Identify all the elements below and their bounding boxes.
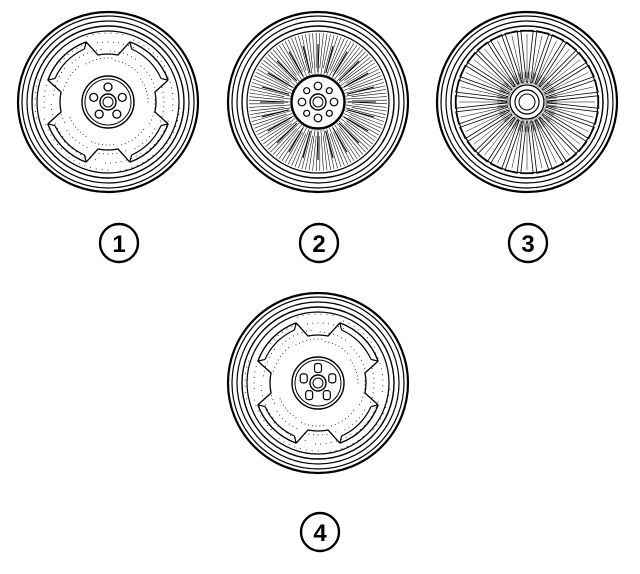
- slot-outer-arc: [129, 123, 169, 163]
- tire-outer-edge: [226, 10, 410, 194]
- slot-inner-arc: [131, 125, 162, 156]
- spoke-web: [295, 429, 341, 444]
- inner-fluting: [497, 72, 557, 132]
- slot-inner-arc: [341, 329, 372, 360]
- center-cap-ring: [514, 89, 540, 115]
- center-bore: [309, 93, 327, 111]
- stipple-texture: [244, 313, 391, 453]
- callout-4-label: 4: [313, 520, 327, 547]
- wheel-3-drawing: [435, 10, 619, 194]
- slot-outer-arc: [129, 41, 169, 81]
- tire-outer-edge: [16, 10, 200, 194]
- tire-outer-edge: [226, 291, 410, 475]
- center-bore: [99, 93, 117, 111]
- slot-inner-arc: [264, 329, 295, 360]
- lug-nuts: [299, 362, 337, 401]
- hub-ring: [294, 359, 342, 407]
- wheel-4-drawing: [226, 291, 410, 475]
- tire-ring: [26, 20, 190, 184]
- slot-outer-arc: [339, 322, 379, 362]
- callout-3: 3: [507, 222, 549, 264]
- center-bore-inner: [312, 96, 324, 108]
- wheel-face: [257, 322, 379, 444]
- spoke-web: [257, 360, 272, 406]
- hub-fill: [292, 76, 344, 128]
- tire-ring: [445, 20, 609, 184]
- tire-ring: [236, 20, 400, 184]
- tire-ring: [236, 301, 400, 465]
- tire-ring: [231, 296, 405, 470]
- spoke-web: [364, 360, 379, 406]
- rim-edge: [450, 25, 604, 179]
- tire-outer-edge: [435, 10, 619, 194]
- callout-1: 1: [98, 222, 140, 264]
- center-bore-inner: [102, 96, 114, 108]
- tire-ring: [440, 15, 614, 189]
- hub-outer: [81, 75, 135, 129]
- spoke-web: [295, 322, 341, 337]
- slot-inner-arc: [54, 48, 85, 79]
- rim-edge: [241, 306, 395, 460]
- slot-outer-arc: [47, 123, 87, 163]
- hub-face: [291, 75, 345, 129]
- callout-2-label: 2: [312, 231, 325, 258]
- hub-outer: [291, 356, 345, 410]
- slot-inner-arc: [54, 125, 85, 156]
- hub-outer: [290, 74, 346, 130]
- wheel-2-drawing: [226, 10, 410, 194]
- tire-ring: [21, 15, 195, 189]
- wheel-1-drawing: [16, 10, 200, 194]
- center-cap-inner: [518, 93, 536, 111]
- callout-1-label: 1: [112, 231, 125, 258]
- rim-ring: [36, 30, 180, 174]
- slot-inner-arc: [264, 406, 295, 437]
- spoke-pattern: [249, 33, 387, 171]
- rim-ring: [246, 30, 390, 174]
- spoke-web: [47, 79, 62, 125]
- rim-ring: [246, 311, 390, 455]
- slot-outer-arc: [257, 404, 297, 444]
- hub-ring: [84, 78, 132, 126]
- slot-outer-arc: [339, 404, 379, 444]
- spoke-web: [85, 148, 131, 163]
- spoke-web: [85, 41, 131, 56]
- rim-edge: [31, 25, 185, 179]
- rim-ring: [455, 30, 599, 174]
- callout-4: 4: [299, 511, 341, 553]
- callout-2: 2: [298, 222, 340, 264]
- lug-nuts: [89, 82, 127, 119]
- center-bore: [309, 374, 327, 392]
- stipple-texture: [34, 32, 181, 172]
- callout-3-label: 3: [521, 231, 534, 258]
- rim-edge: [241, 25, 395, 179]
- tire-ring: [231, 15, 405, 189]
- lug-nuts: [297, 81, 339, 123]
- wheel-face: [47, 41, 169, 163]
- spoke-web: [154, 79, 169, 125]
- center-bore-inner: [312, 377, 324, 389]
- slot-inner-arc: [131, 48, 162, 79]
- slot-inner-arc: [341, 406, 372, 437]
